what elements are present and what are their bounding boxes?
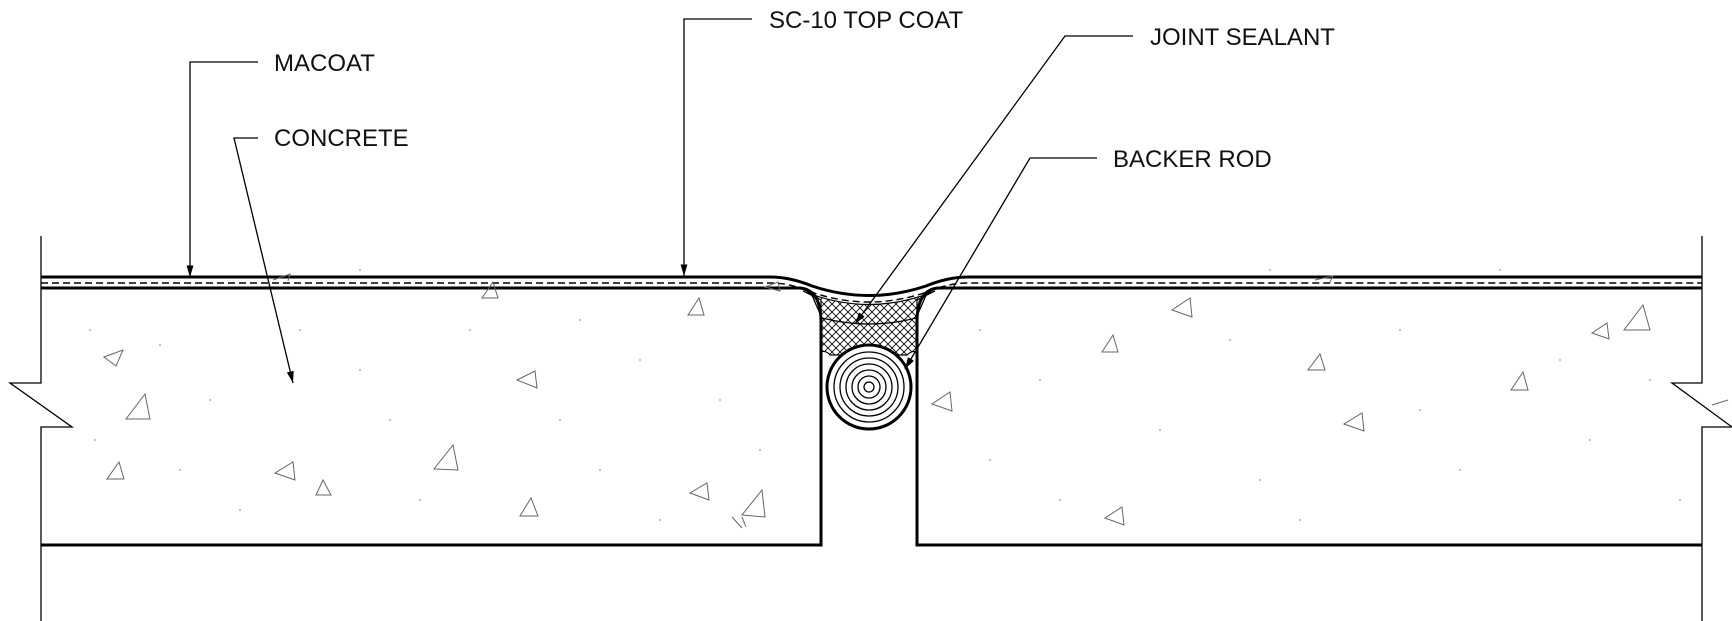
backer-rod-leader: BACKER ROD xyxy=(904,146,1272,370)
joint-sealant-label: JOINT SEALANT xyxy=(1150,24,1335,51)
macoat-label: MACOAT xyxy=(274,50,375,77)
left-concrete-slab xyxy=(7,236,823,621)
concrete-leader: CONCRETE xyxy=(233,125,409,384)
joint-sealant-fill xyxy=(802,290,936,356)
concrete-aggregate xyxy=(102,273,1729,529)
joint-sealant-leader: JOINT SEALANT xyxy=(854,24,1335,325)
right-concrete-slab xyxy=(915,236,1732,621)
top-coat-label: SC-10 TOP COAT xyxy=(769,7,964,34)
concrete-speckle xyxy=(89,269,1681,521)
backer-rod-label: BACKER ROD xyxy=(1113,146,1272,173)
backer-rod xyxy=(825,343,913,431)
macoat-leader: MACOAT xyxy=(186,50,375,277)
top-coat-leader: SC-10 TOP COAT xyxy=(680,7,964,276)
concrete-label: CONCRETE xyxy=(274,125,409,152)
